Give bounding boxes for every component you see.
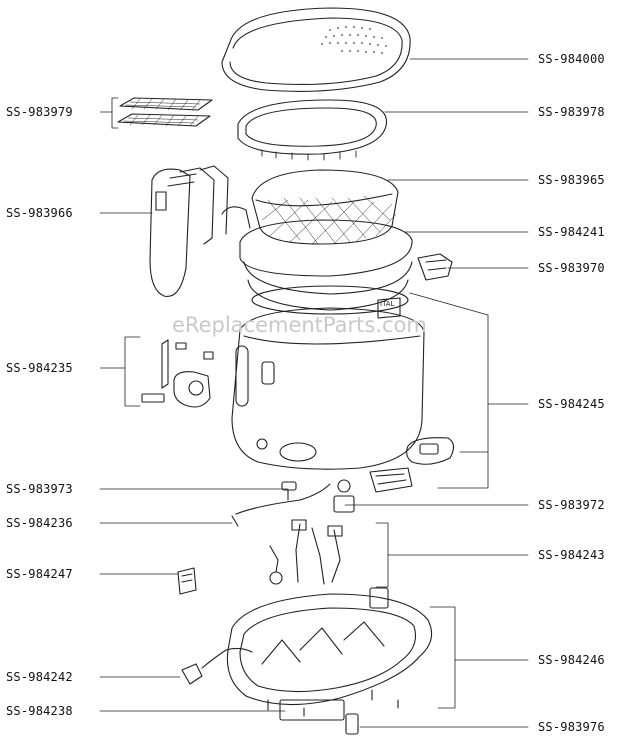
part-label-right: SS-984241: [538, 225, 605, 239]
foot-part: [345, 713, 359, 735]
part-label-left: SS-983979: [6, 105, 73, 119]
heating-element-part: [333, 467, 413, 513]
part-label-left: SS-984242: [6, 670, 73, 684]
part-label-right: SS-984243: [538, 548, 605, 562]
part-label-left: SS-983966: [6, 206, 73, 220]
part-label-right: SS-983965: [538, 173, 605, 187]
lid-part: [221, 7, 411, 92]
part-label-left: SS-983973: [6, 482, 73, 496]
fuse-part: [281, 481, 297, 501]
part-label-right: SS-983976: [538, 720, 605, 734]
display-part: [406, 437, 455, 465]
part-label-right: SS-984246: [538, 653, 605, 667]
watermark: eReplacementParts.com: [172, 313, 427, 337]
thermostat-part: [417, 253, 453, 281]
rating-stamp: ITAL: [380, 300, 395, 308]
handle-part: [149, 165, 229, 297]
part-label-right: SS-983972: [538, 498, 605, 512]
part-label-right: SS-984000: [538, 52, 605, 66]
part-label-left: SS-984247: [6, 567, 73, 581]
switch-assembly-part: [141, 339, 214, 408]
filter-frame-part: [237, 99, 388, 161]
part-label-right: SS-984245: [538, 397, 605, 411]
part-label-right: SS-983970: [538, 261, 605, 275]
wiring-harness-part: [269, 519, 343, 585]
filter-pads-part: [117, 97, 213, 127]
part-label-left: SS-984236: [6, 516, 73, 530]
power-cord-part: [181, 647, 253, 685]
base-part: [226, 587, 433, 721]
housing-part: [231, 297, 425, 470]
label-card-part: [177, 567, 197, 595]
part-label-left: SS-984235: [6, 361, 73, 375]
wire-probe-part: [231, 483, 331, 527]
part-label-right: SS-983978: [538, 105, 605, 119]
part-label-left: SS-984238: [6, 704, 73, 718]
leader-lines: [99, 58, 529, 728]
bowl-part: [239, 219, 413, 315]
